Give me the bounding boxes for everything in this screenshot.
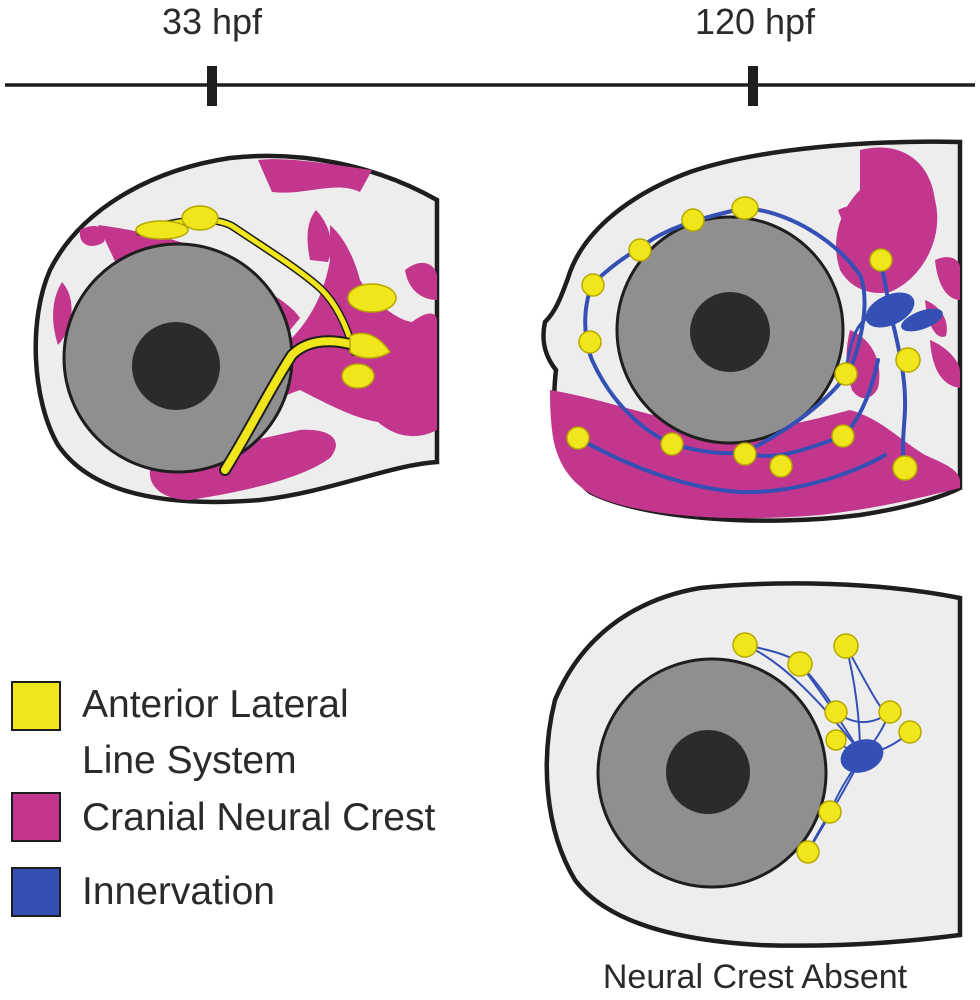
timeline: 33 hpf 120 hpf xyxy=(5,1,975,106)
legend-label-anterior-lateral-line-2: Line System xyxy=(82,739,297,782)
legend-swatch-anterior-lateral-line xyxy=(11,681,61,731)
legend-swatch-innervation xyxy=(11,867,61,917)
innervation-120hpf xyxy=(576,205,943,495)
pupil-nc-absent xyxy=(666,730,750,814)
lateral-line-33hpf xyxy=(135,205,397,476)
legend-label-innervation: Innervation xyxy=(82,870,275,913)
innervation-ganglion-120hpf xyxy=(865,292,915,328)
legend-label-cranial-neural-crest: Cranial Neural Crest xyxy=(82,796,435,839)
head-120hpf xyxy=(541,139,963,523)
timeline-label-120hpf: 120 hpf xyxy=(695,1,816,42)
innervation-ganglion-nc-absent xyxy=(840,739,884,773)
pupil-33hpf xyxy=(132,322,220,410)
lateral-line-nc-absent xyxy=(732,632,922,864)
legend-swatch-cranial-neural-crest xyxy=(11,792,61,842)
legend: Anterior Lateral Line System Cranial Neu… xyxy=(11,681,435,917)
pupil-120hpf xyxy=(690,292,770,372)
head-neural-crest-absent xyxy=(544,581,963,948)
timeline-tick-33hpf xyxy=(207,66,217,106)
legend-label-anterior-lateral-line-1: Anterior Lateral xyxy=(82,683,349,726)
caption-neural-crest-absent: Neural Crest Absent xyxy=(603,958,908,996)
timeline-tick-120hpf xyxy=(748,66,758,106)
head-33hpf xyxy=(33,153,440,505)
lateral-line-120hpf xyxy=(566,196,921,481)
timeline-label-33hpf: 33 hpf xyxy=(162,1,263,42)
